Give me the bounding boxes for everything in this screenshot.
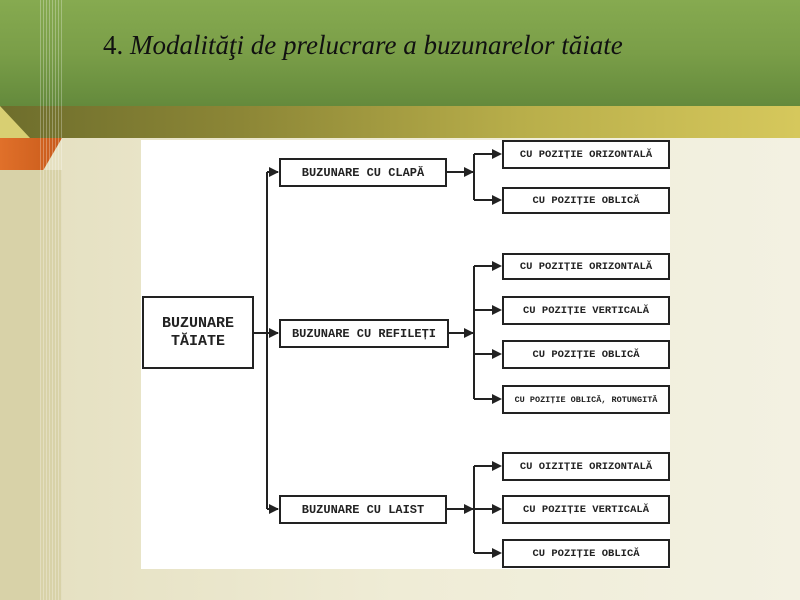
decorative-stripes [40,0,62,600]
arrow-head-icon [492,394,502,404]
slide-title: 4. Modalităţi de prelucrare a buzunarelo… [103,30,623,61]
title-text: Modalităţi de prelucrare a buzunarelor t… [130,30,623,60]
connector-lines [254,149,502,558]
decorative-band [0,106,800,138]
arrow-head-icon [269,328,279,338]
leaf-node: CU POZIȚIE OBLICĂ [502,187,670,214]
arrow-head-icon [492,461,502,471]
arrow-head-icon [464,167,474,177]
arrow-head-icon [492,349,502,359]
branch-node-clapa: BUZUNARE CU CLAPĂ [279,158,447,187]
title-number: 4. [103,30,124,60]
branch-node-laist: BUZUNARE CU LAIST [279,495,447,524]
leaf-node: CU POZIȚIE ORIZONTALĂ [502,140,670,169]
arrow-head-icon [492,149,502,159]
arrow-head-icon [492,548,502,558]
leaf-node: CU POZIȚIE OBLICĂ [502,539,670,568]
branch-node-refileti: BUZUNARE CU REFILEȚI [279,319,449,348]
arrow-head-icon [492,195,502,205]
leaf-node: CU POZIȚIE VERTICALĂ [502,296,670,325]
arrow-head-icon [464,504,474,514]
arrow-head-icon [492,261,502,271]
slide-header-background [0,0,800,106]
arrow-head-icon [492,504,502,514]
leaf-node: CU POZIȚIE VERTICALĂ [502,495,670,524]
root-node: BUZUNARE TĂIATE [142,296,254,369]
arrow-head-icon [464,328,474,338]
leaf-node: CU POZIȚIE OBLICĂ, ROTUNGITĂ [502,385,670,414]
arrow-head-icon [492,305,502,315]
leaf-node: CU POZIȚIE OBLICĂ [502,340,670,369]
leaf-node: CU OIZIȚIE ORIZONTALĂ [502,452,670,481]
decorative-triangle [0,106,30,138]
arrow-head-icon [269,504,279,514]
diagram: BUZUNARE TĂIATE BUZUNARE CU CLAPĂ BUZUNA… [141,140,670,569]
left-panel [0,170,62,600]
arrow-head-icon [269,167,279,177]
leaf-node: CU POZIȚIE ORIZONTALĂ [502,253,670,280]
